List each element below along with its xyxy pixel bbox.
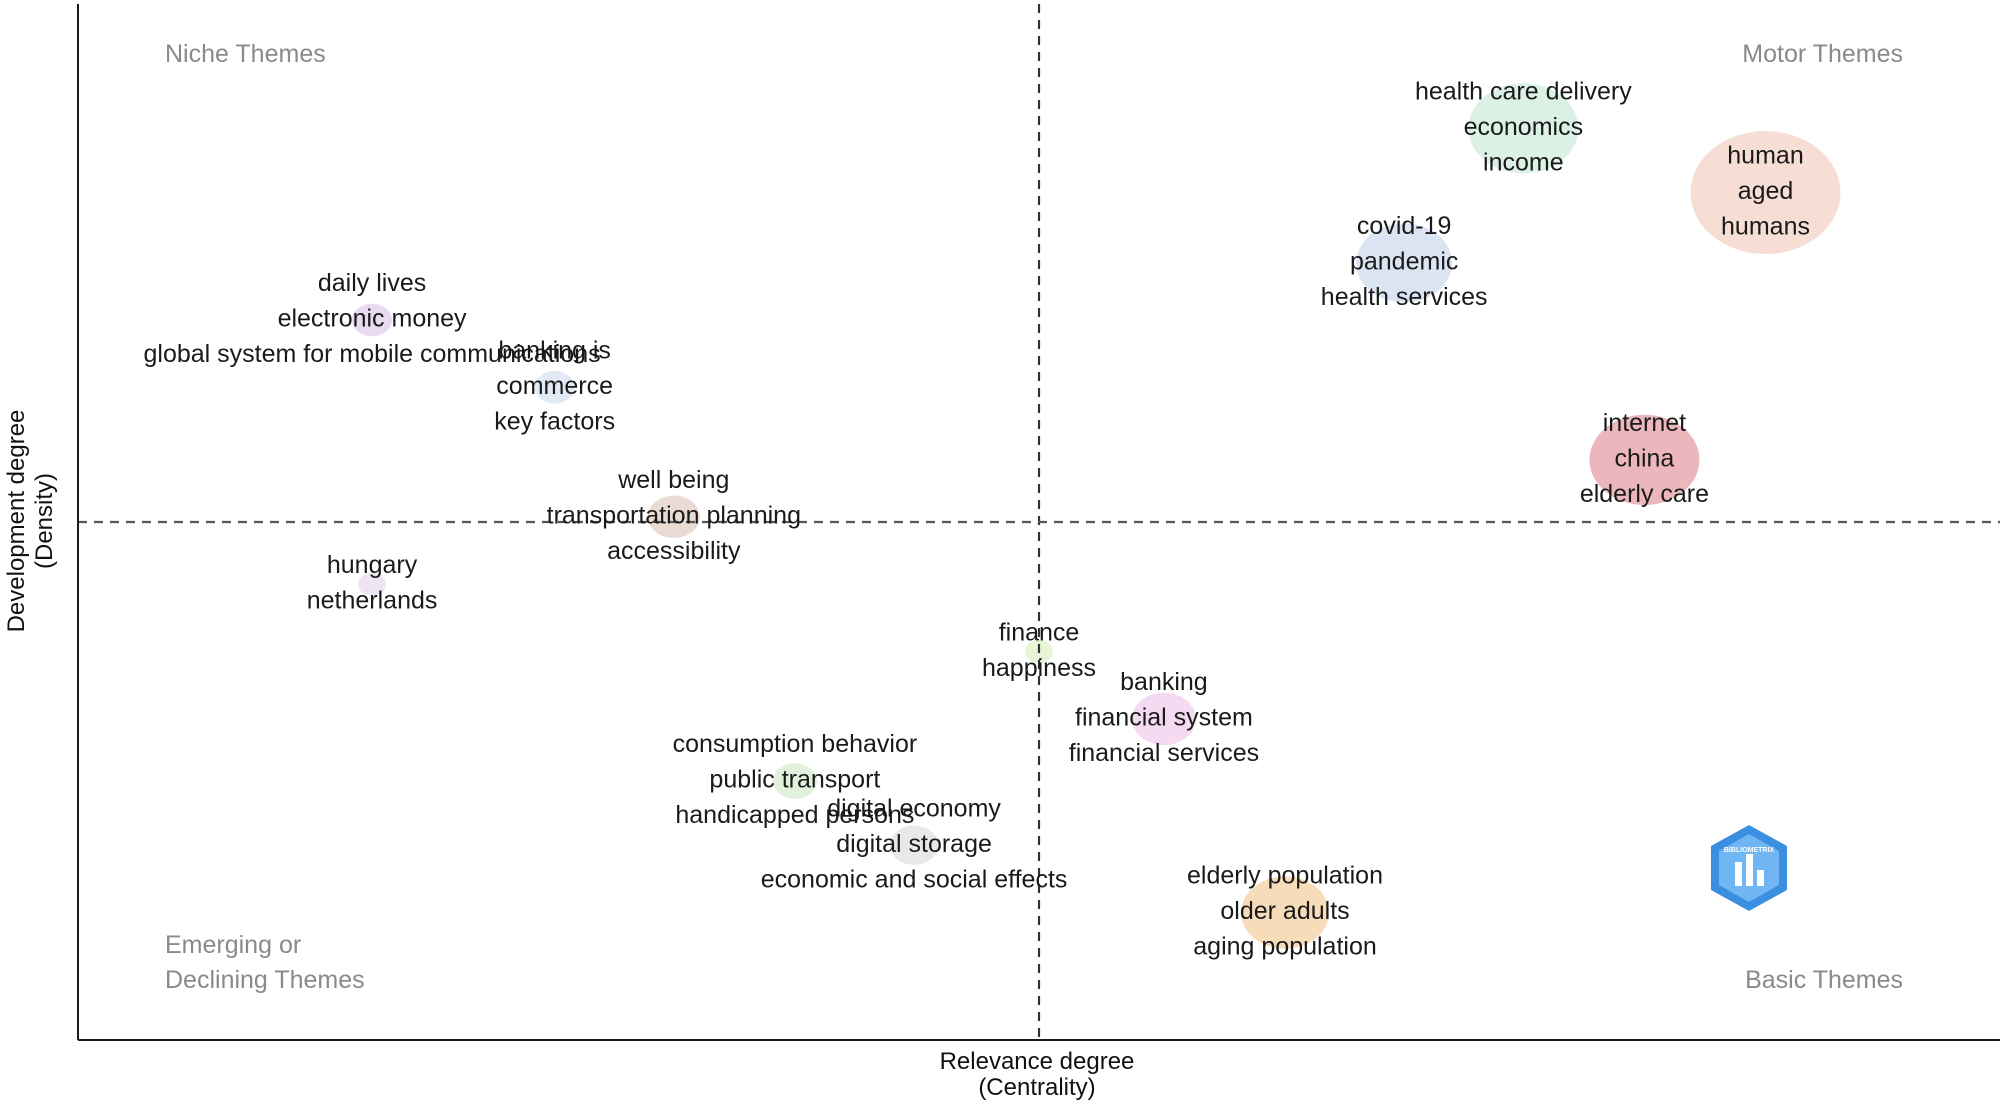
- cluster-label-group: hungary netherlands: [307, 551, 438, 615]
- cluster-bubble: [1131, 692, 1196, 746]
- y-axis-subtitle: (Density): [31, 473, 58, 569]
- cluster-label: financial services: [1069, 739, 1259, 767]
- cluster-bubble: [534, 370, 575, 404]
- cluster-label: transportation planning: [547, 501, 801, 529]
- axes: [77, 4, 2000, 1041]
- cluster-label-group: consumption behavior public transport hand…: [673, 730, 918, 829]
- cluster-label: public transport: [709, 766, 880, 794]
- cluster-bubble: [1690, 131, 1841, 255]
- cluster-label: china: [1615, 444, 1675, 472]
- cluster-label: human: [1727, 142, 1803, 170]
- cluster-label: digital economy: [827, 794, 1001, 822]
- cluster-label-group: well being transportation planning accessi…: [547, 466, 801, 565]
- cluster-bubble: [352, 303, 393, 337]
- cluster-label: humans: [1721, 213, 1810, 241]
- cluster-label: economics: [1464, 113, 1584, 141]
- quadrant-label-motor: Motor Themes: [1742, 40, 1903, 68]
- cluster-bubble: [358, 572, 387, 596]
- cluster-label: aging population: [1193, 933, 1377, 961]
- cluster-label: hungary: [327, 551, 418, 579]
- cluster-label: consumption behavior: [673, 730, 918, 758]
- cluster-label: health care delivery: [1415, 77, 1632, 105]
- cluster-label-group: health care delivery economics income: [1415, 77, 1632, 176]
- x-axis-title: Relevance degree: [940, 1048, 1135, 1075]
- cluster-bubble: [1241, 876, 1330, 949]
- quadrant-label-niche: Niche Themes: [165, 40, 326, 68]
- logo-bar-3: [1757, 870, 1764, 886]
- cluster-bubble: [1468, 83, 1579, 174]
- cluster-label-group: human aged humans: [1721, 142, 1810, 241]
- x-axis-subtitle: (Centrality): [978, 1074, 1095, 1101]
- cluster-bubble: [647, 495, 700, 539]
- cluster-label: economic and social effects: [761, 865, 1068, 893]
- quadrant-dividers: [78, 4, 2000, 1040]
- cluster-label: commerce: [496, 372, 613, 400]
- cluster-bubble: [890, 825, 939, 865]
- y-axis-title: Development degree: [3, 410, 30, 633]
- cluster-label: aged: [1738, 177, 1794, 205]
- quadrant-label-emerging: Declining Themes: [165, 966, 365, 994]
- cluster-label: older adults: [1220, 897, 1349, 925]
- cluster-label-group: finance happiness: [982, 618, 1096, 682]
- cluster-label-group: banking is commerce key factors: [494, 336, 615, 435]
- cluster-label: daily lives: [318, 269, 426, 297]
- cluster-bubble: [1356, 223, 1453, 303]
- cluster-label: happiness: [982, 654, 1096, 682]
- cluster-bubble: [772, 762, 817, 800]
- cluster-label-group: digital economy digital storage economic a…: [761, 794, 1068, 893]
- cluster-bubble: [1589, 414, 1700, 505]
- cluster-label-group: elderly population older adults aging popu…: [1187, 862, 1383, 961]
- cluster-label: banking is: [498, 336, 611, 364]
- cluster-label-group: covid-19 pandemic health services: [1321, 212, 1488, 311]
- cluster-label: elderly care: [1580, 480, 1709, 508]
- cluster-label: netherlands: [307, 587, 438, 615]
- quadrant-label-basic: Basic Themes: [1745, 966, 1903, 994]
- cluster-label: well being: [617, 466, 729, 494]
- cluster-label: accessibility: [607, 537, 741, 565]
- logo-bar-1: [1735, 862, 1742, 886]
- cluster-label: internet: [1603, 409, 1686, 437]
- cluster-label: health services: [1321, 283, 1488, 311]
- cluster-label: income: [1483, 148, 1564, 176]
- logo-text: BIBLIOMETRIX: [1724, 847, 1774, 854]
- cluster-labels-layer: health care delivery economics income human…: [143, 77, 1809, 960]
- cluster-label-group: internet china elderly care: [1580, 409, 1709, 508]
- bibliometrix-logo-icon: BIBLIOMETRIX: [1711, 825, 1787, 911]
- cluster-label: elderly population: [1187, 862, 1383, 890]
- cluster-label-group: banking financial system financial service…: [1069, 668, 1259, 767]
- cluster-label: key factors: [494, 407, 615, 435]
- cluster-label: financial system: [1075, 703, 1253, 731]
- logo-bar-2: [1746, 854, 1753, 886]
- cluster-label: finance: [999, 618, 1080, 646]
- cluster-label: electronic money: [278, 305, 467, 333]
- cluster-label: handicapped persons: [675, 801, 914, 829]
- cluster-label: covid-19: [1357, 212, 1452, 240]
- cluster-label-group: daily lives electronic money global system…: [143, 269, 600, 368]
- bubbles-layer: [352, 83, 1841, 949]
- cluster-label: global system for mobile communications: [143, 340, 600, 368]
- cluster-label: banking: [1120, 668, 1208, 696]
- cluster-label: digital storage: [836, 830, 992, 858]
- cluster-label: pandemic: [1350, 248, 1458, 276]
- quadrant-label-emerging: Emerging or: [165, 931, 301, 959]
